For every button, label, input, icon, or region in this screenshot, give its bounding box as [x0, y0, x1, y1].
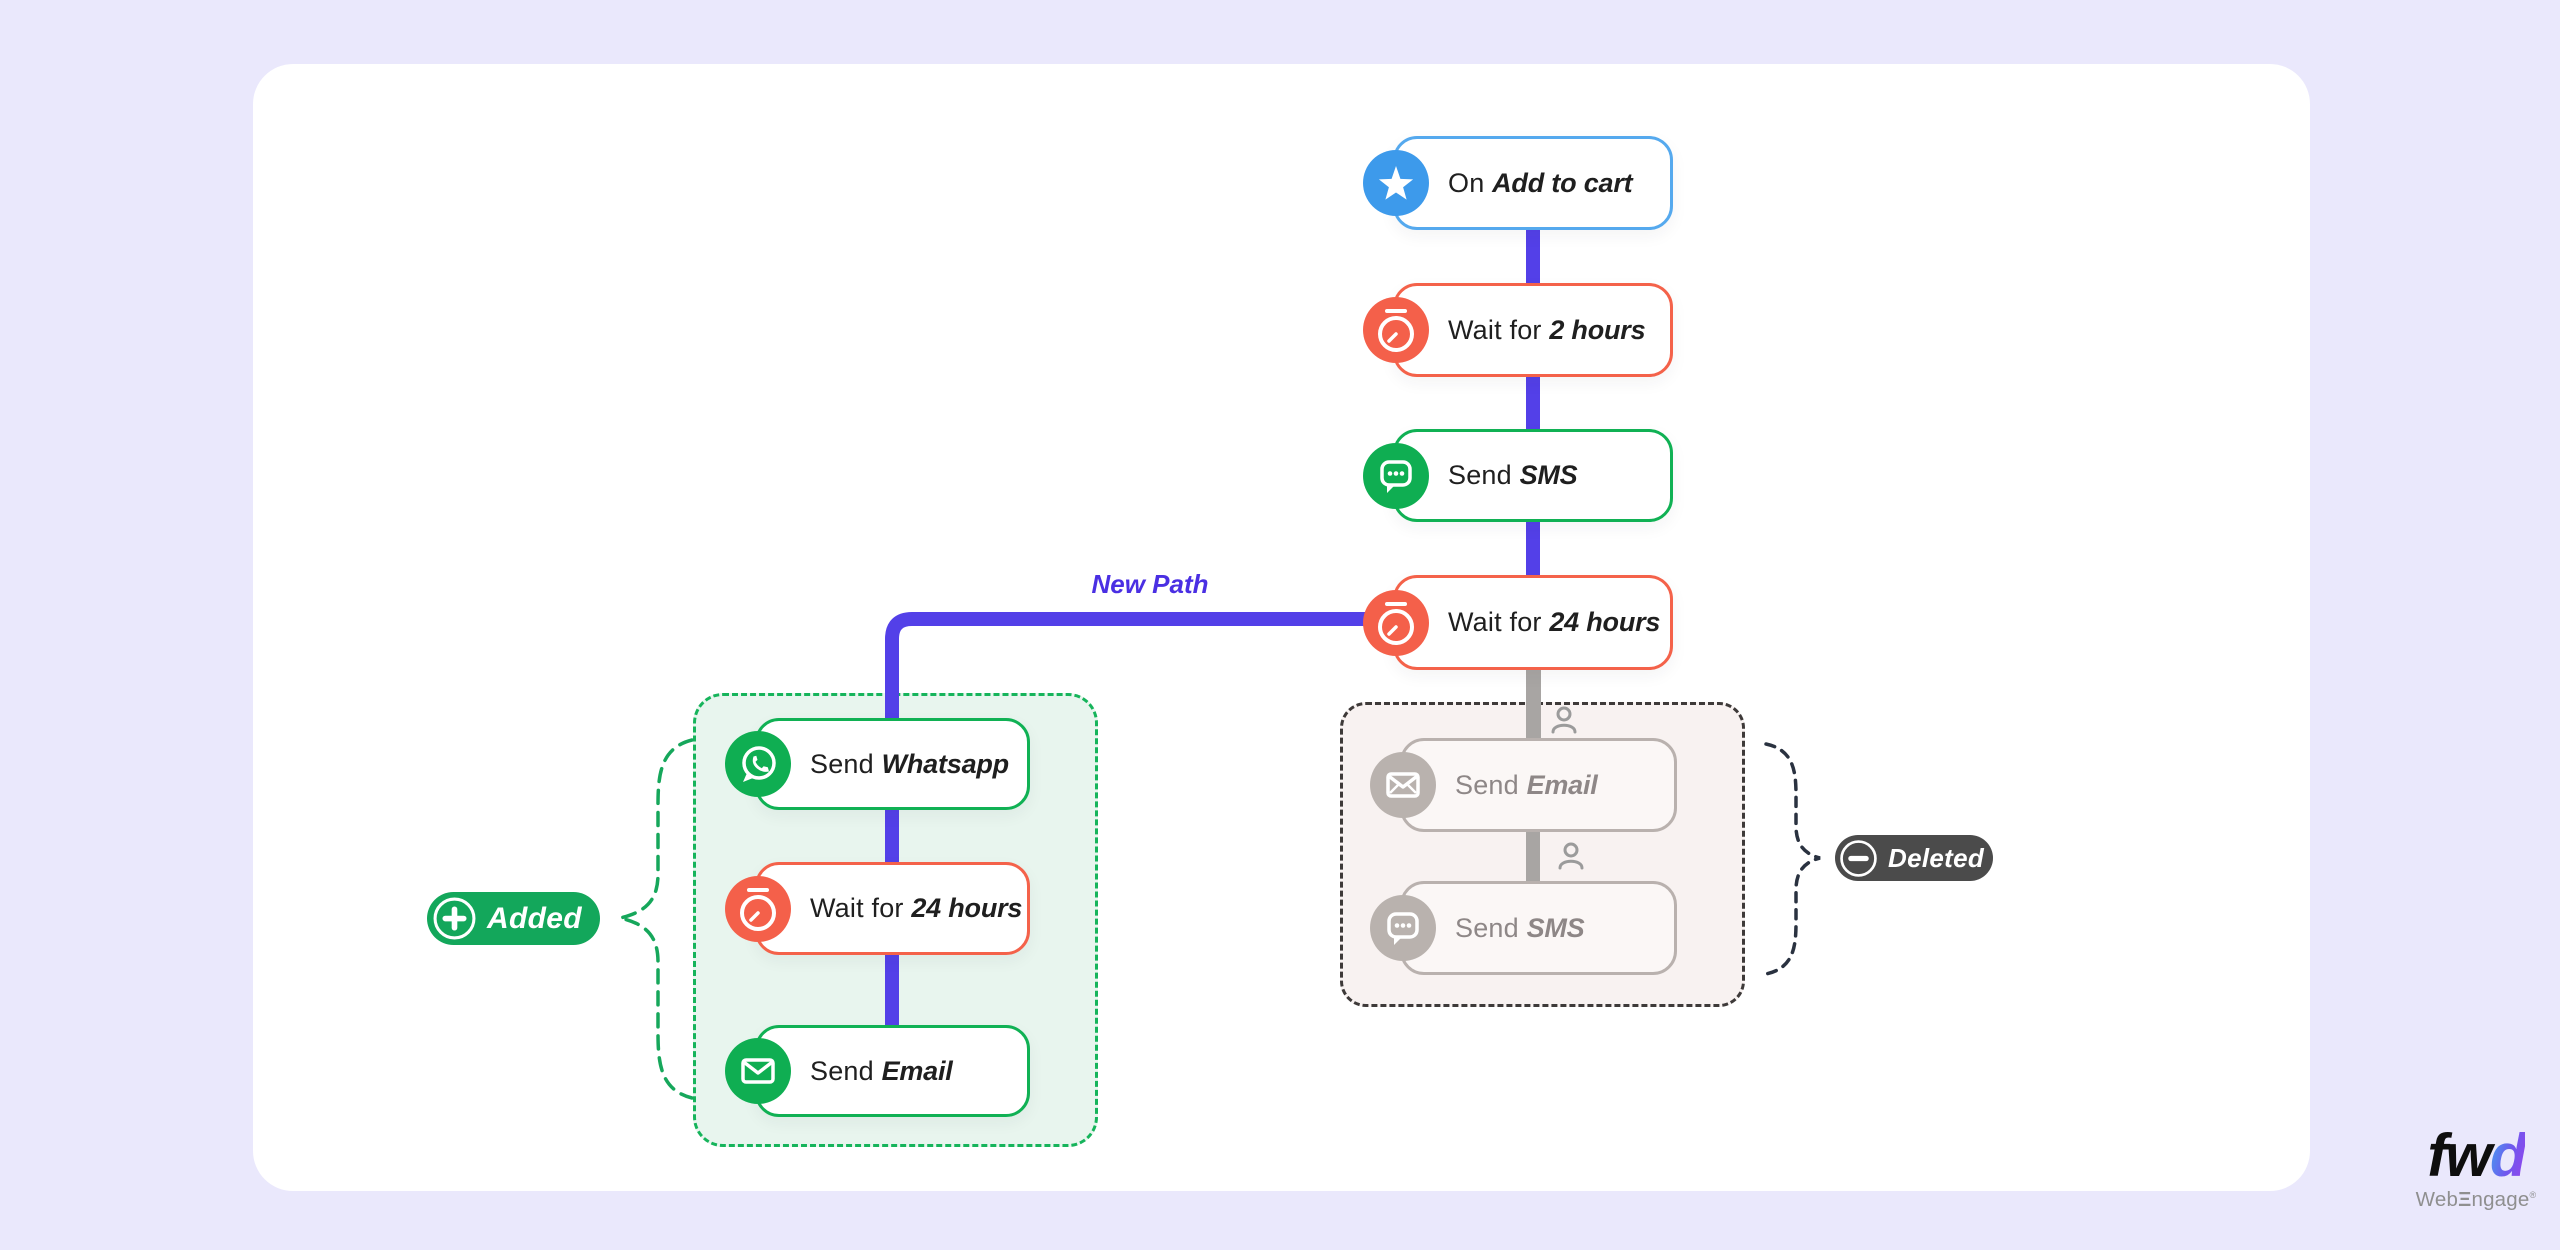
stopwatch-icon — [1363, 589, 1429, 656]
plus-icon — [433, 897, 476, 940]
connector-wait-sms — [1526, 372, 1540, 434]
flow-node-send-whatsapp[interactable]: Send Whatsapp — [725, 718, 1030, 810]
fwd-logo-d: d — [2490, 1122, 2527, 1189]
flow-node-trigger[interactable]: On Add to cart — [1363, 136, 1673, 230]
connector-wait24-deleted — [1526, 664, 1541, 744]
diagram-card — [253, 64, 2310, 1191]
new-path-label: New Path — [1091, 569, 1209, 599]
fwd-webengage-logo: fwd WebΞngage® — [2398, 1124, 2554, 1212]
stopwatch-icon — [725, 875, 791, 942]
sms-icon — [1363, 442, 1429, 509]
deleted-badge-label: Deleted — [1888, 842, 1985, 873]
email-icon — [1370, 752, 1436, 818]
flow-node-wait-2h[interactable]: Wait for 2 hours — [1363, 283, 1673, 377]
email-icon — [725, 1038, 791, 1104]
flow-node-wait-24h-new[interactable]: Wait for 24 hours — [725, 862, 1030, 955]
connector-sms-wait24 — [1526, 518, 1540, 580]
fwd-logo-text: fwd — [2427, 1122, 2527, 1189]
deleted-badge: Deleted — [1835, 835, 1993, 881]
whatsapp-icon — [725, 731, 791, 797]
node-label: Wait for 24 hours — [1448, 607, 1661, 637]
stopwatch-icon — [1363, 297, 1429, 363]
added-badge: Added — [427, 892, 600, 945]
added-badge-label: Added — [487, 901, 582, 935]
connector-deleted-email-sms — [1526, 826, 1540, 886]
node-label: Send Whatsapp — [810, 748, 1009, 779]
node-label: On Add to cart — [1448, 167, 1633, 198]
connector-trigger-wait — [1526, 226, 1540, 288]
node-label: Send Email — [810, 1055, 953, 1086]
flow-node-send-email-deleted[interactable]: Send Email — [1370, 738, 1677, 832]
node-label: Send SMS — [1455, 912, 1585, 943]
node-label: Wait for 2 hours — [1448, 314, 1646, 345]
node-label: Wait for 24 hours — [810, 893, 1023, 923]
user-icon — [1558, 842, 1584, 870]
webengage-logo-text: WebΞngage® — [2415, 1188, 2537, 1211]
flow-node-wait-24h[interactable]: Wait for 24 hours — [1363, 575, 1673, 670]
minus-icon — [1840, 839, 1877, 877]
flow-node-send-sms[interactable]: Send SMS — [1363, 429, 1673, 522]
star-icon — [1363, 150, 1429, 216]
sms-icon — [1370, 895, 1436, 961]
user-icon — [1551, 706, 1577, 734]
connector-whatsapp-wait — [885, 804, 899, 868]
node-label: Send Email — [1455, 769, 1598, 800]
connector-wait-email — [885, 950, 899, 1030]
flow-node-send-sms-deleted[interactable]: Send SMS — [1370, 881, 1677, 975]
flow-node-send-email-new[interactable]: Send Email — [725, 1025, 1030, 1117]
node-label: Send SMS — [1448, 460, 1578, 490]
